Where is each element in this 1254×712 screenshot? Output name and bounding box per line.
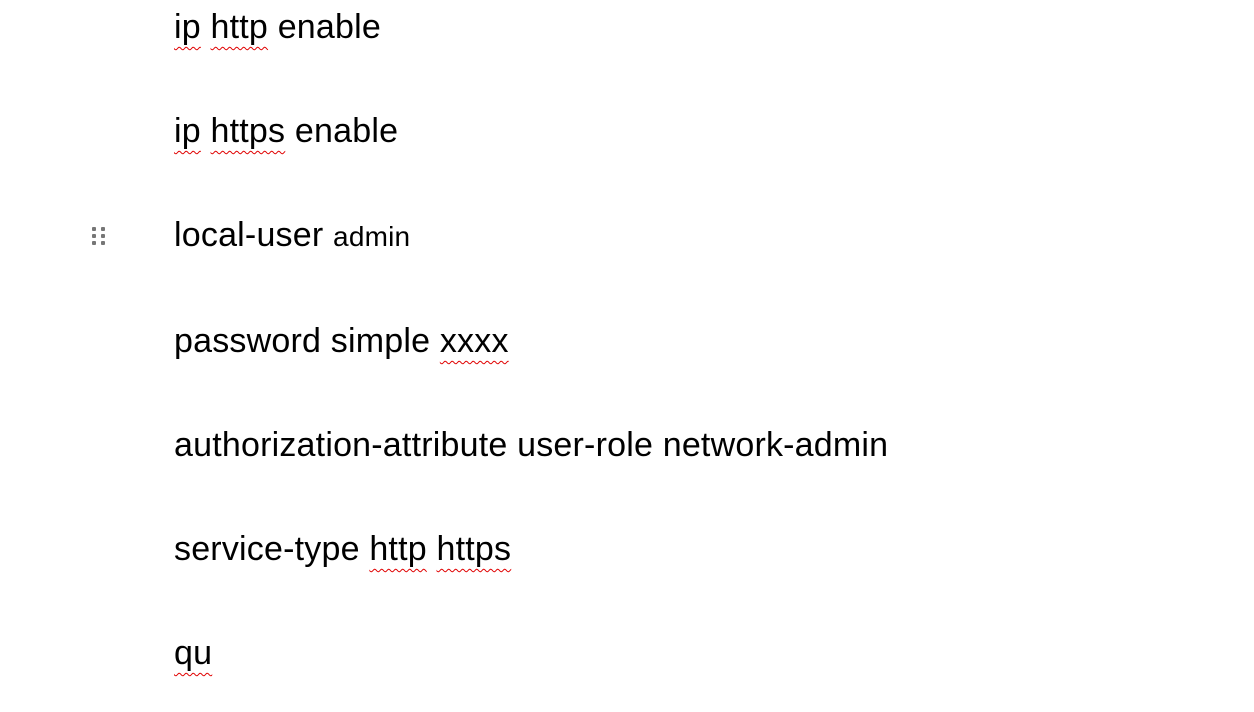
line-local-user-admin[interactable]: local-user admin bbox=[92, 216, 1224, 256]
six-dots-grip-icon[interactable] bbox=[92, 227, 105, 245]
line-qu[interactable]: qu bbox=[174, 634, 1224, 672]
misspelled-word: ip bbox=[174, 8, 201, 46]
misspelled-word: http bbox=[210, 8, 269, 46]
text-segment bbox=[201, 112, 211, 150]
line-ip-http-enable[interactable]: ip http enable bbox=[174, 8, 1224, 46]
text-segment: local-user bbox=[174, 216, 334, 254]
text-segment: enable bbox=[285, 112, 399, 150]
misspelled-word: https bbox=[210, 112, 286, 150]
text-segment: service-type bbox=[174, 530, 370, 568]
misspelled-word: https bbox=[436, 530, 512, 568]
misspelled-word: http bbox=[369, 530, 427, 568]
text-segment: enable bbox=[268, 8, 381, 46]
misspelled-word: qu bbox=[174, 634, 213, 672]
text-segment: password simple bbox=[174, 322, 440, 360]
line-service-type[interactable]: service-type http https bbox=[174, 530, 1224, 568]
text-segment bbox=[427, 530, 437, 568]
line-authorization-attribute[interactable]: authorization-attribute user-role networ… bbox=[174, 426, 1224, 464]
line-password-simple[interactable]: password simple xxxx bbox=[174, 322, 1224, 360]
line-ip-https-enable[interactable]: ip https enable bbox=[174, 112, 1224, 150]
text-segment: admin bbox=[333, 221, 411, 252]
misspelled-word: xxxx bbox=[439, 322, 509, 360]
misspelled-word: ip bbox=[174, 112, 201, 150]
text-segment: authorization-attribute user-role networ… bbox=[174, 426, 889, 464]
text-segment bbox=[201, 8, 211, 46]
